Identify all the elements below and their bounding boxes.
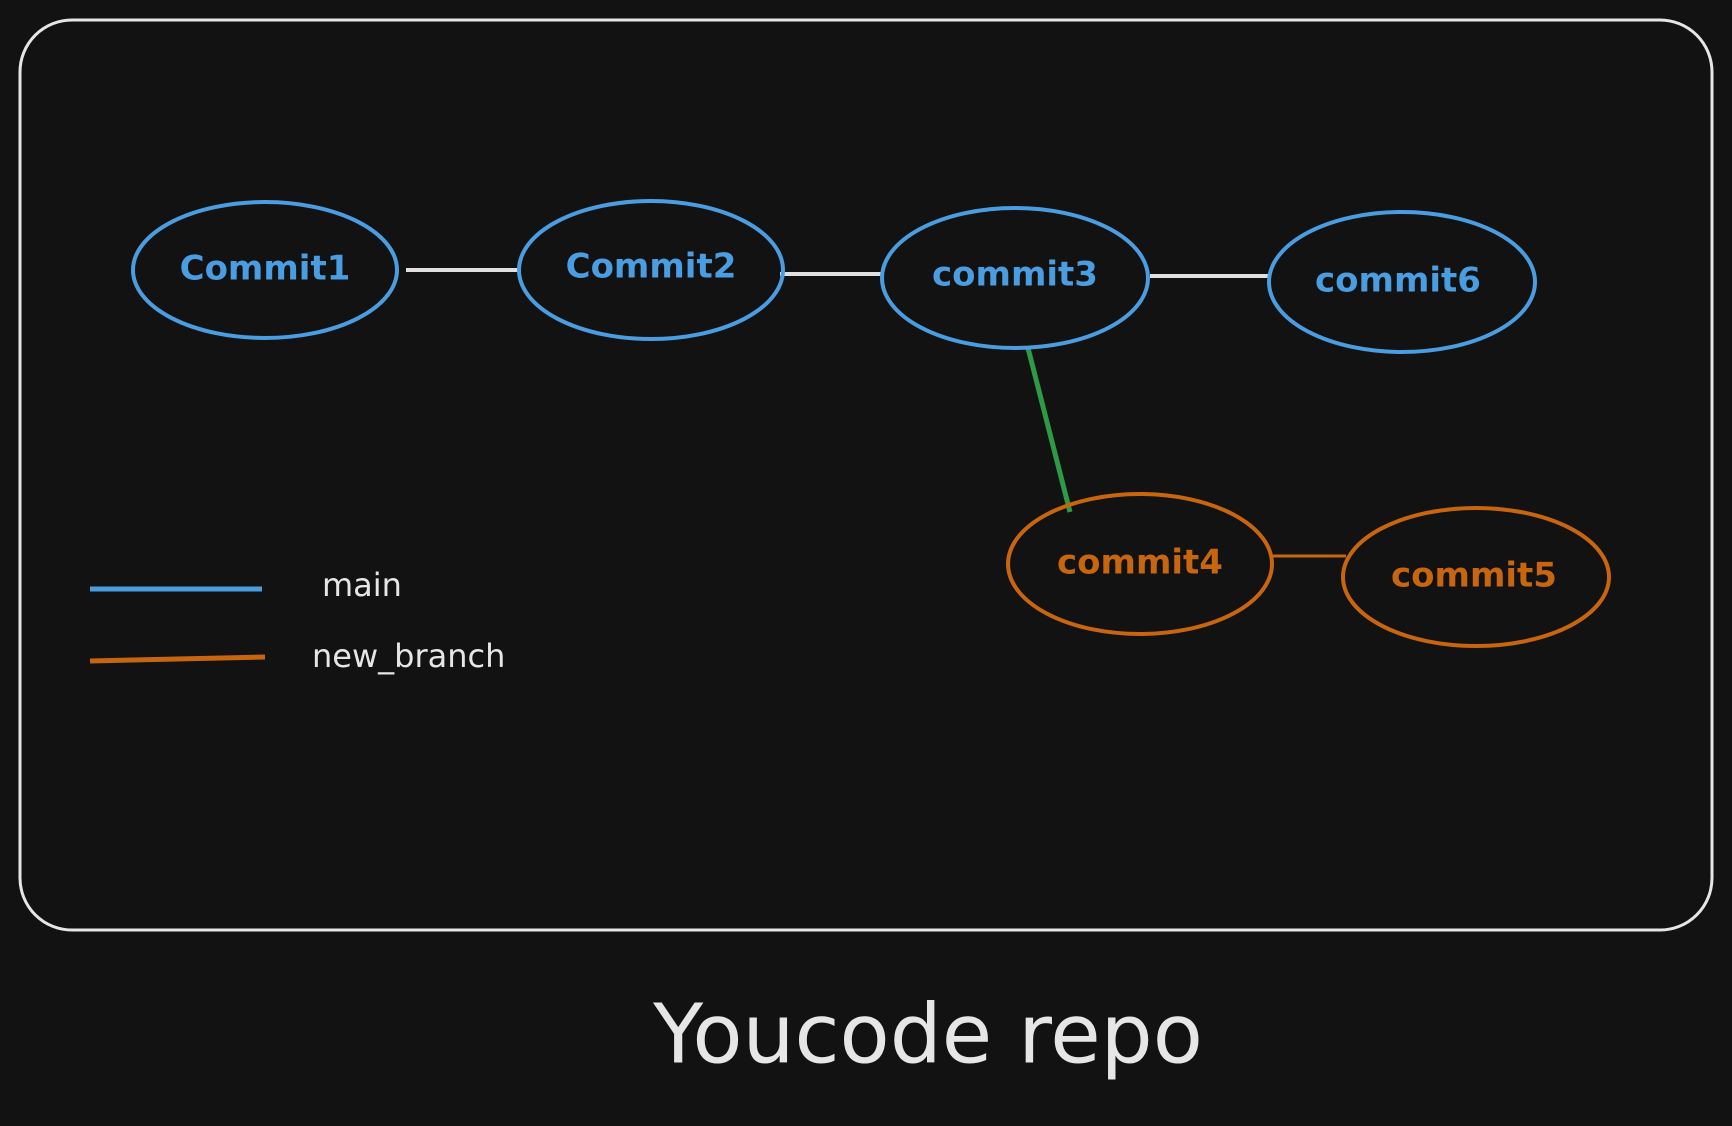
commit1-label: Commit1 <box>180 249 351 289</box>
repo-frame <box>18 18 1714 932</box>
legend-new-branch-label: new_branch <box>312 637 505 675</box>
commit5-label: commit5 <box>1391 556 1557 596</box>
commit4-ellipse <box>1006 492 1274 636</box>
commit6-label: commit6 <box>1315 261 1481 301</box>
legend-new-branch-swatch <box>89 654 266 664</box>
legend: main new_branch <box>89 566 505 675</box>
commit1-ellipse <box>131 200 399 340</box>
commit6-ellipse <box>1267 210 1537 354</box>
commit2-label: Commit2 <box>566 247 737 287</box>
commit-node-6[interactable]: commit6 <box>1267 210 1537 354</box>
commit4-label: commit4 <box>1057 543 1223 583</box>
commit-node-4[interactable]: commit4 <box>1006 492 1274 636</box>
repo-title: Youcode repo <box>652 987 1203 1082</box>
commit5-ellipse <box>1341 506 1611 648</box>
edge-commit3-commit4 <box>1025 347 1073 513</box>
commit-node-3[interactable]: commit3 <box>880 206 1150 350</box>
commit-node-5[interactable]: commit5 <box>1341 506 1611 648</box>
commit3-label: commit3 <box>932 255 1098 295</box>
legend-main-label: main <box>322 566 402 604</box>
commit-node-1[interactable]: Commit1 <box>131 200 399 340</box>
commit3-ellipse <box>880 206 1150 350</box>
commit-node-2[interactable]: Commit2 <box>517 199 785 341</box>
commit2-ellipse <box>517 199 785 341</box>
